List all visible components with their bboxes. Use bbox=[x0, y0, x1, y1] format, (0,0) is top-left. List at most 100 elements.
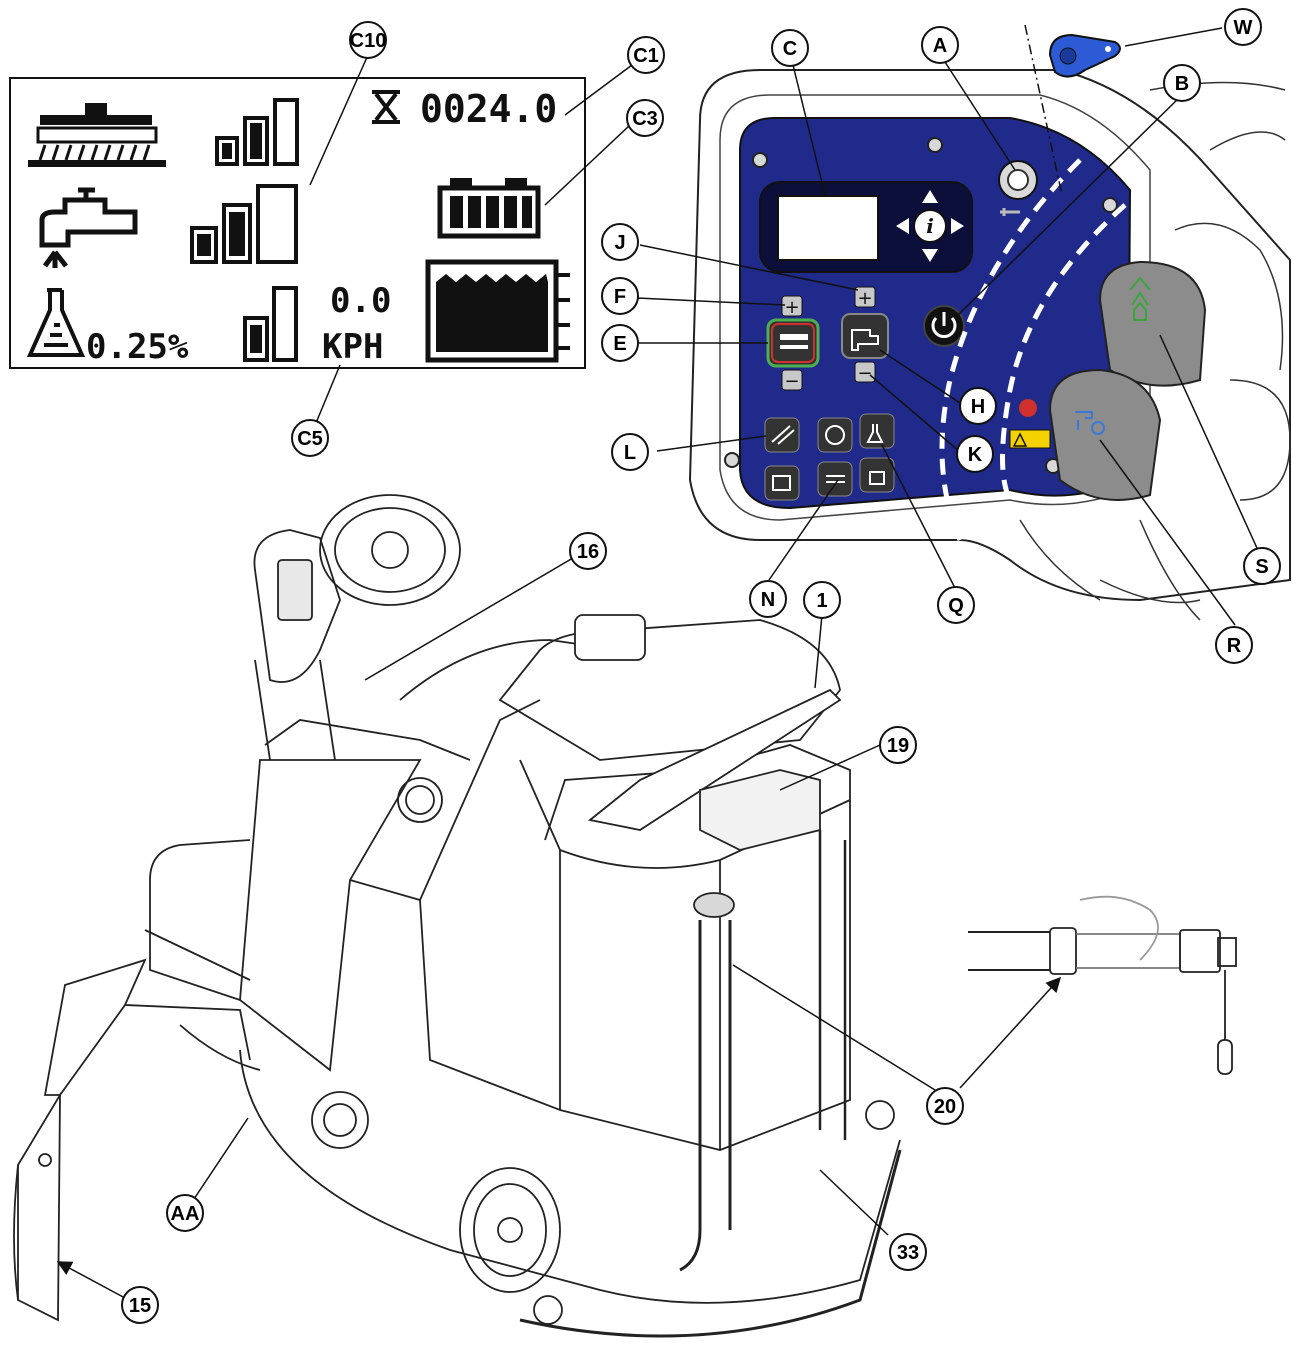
svg-text:L: L bbox=[624, 442, 636, 464]
timer-icon bbox=[1091, 421, 1105, 435]
callout-c1: C1 bbox=[627, 36, 665, 74]
control-panel: i + − bbox=[688, 24, 1291, 621]
solution-flow-button[interactable] bbox=[841, 313, 889, 359]
solution-flow-level-bars bbox=[190, 184, 298, 264]
key-icon bbox=[1000, 208, 1020, 216]
arrow-right-icon[interactable] bbox=[951, 218, 964, 234]
warning-triangle-icon bbox=[1012, 432, 1028, 447]
arrow-up-icon[interactable] bbox=[922, 190, 938, 203]
svg-text:C3: C3 bbox=[632, 108, 658, 130]
forward-tree-icon bbox=[1129, 276, 1151, 321]
callout-20: 20 bbox=[926, 1087, 964, 1125]
dashed-guide-inner bbox=[939, 158, 1082, 541]
svg-text:R: R bbox=[1227, 635, 1242, 657]
detergent-percent: 0.25% bbox=[86, 327, 189, 367]
forward-lever[interactable] bbox=[1098, 260, 1207, 387]
svg-text:Q: Q bbox=[948, 595, 964, 617]
brush-pressure-minus-button[interactable] bbox=[781, 369, 803, 391]
callout-n: N bbox=[749, 580, 787, 618]
reverse-lever[interactable] bbox=[1048, 368, 1162, 501]
key-switch[interactable] bbox=[998, 160, 1038, 216]
svg-text:C10: C10 bbox=[350, 30, 387, 52]
hour-meter-value: 0024.0 bbox=[420, 87, 557, 131]
function-buttons bbox=[764, 413, 895, 501]
brush-deck-icon bbox=[28, 103, 166, 167]
callout-c5: C5 bbox=[291, 419, 329, 457]
brush-pressure-button[interactable] bbox=[766, 318, 820, 368]
svg-text:1: 1 bbox=[816, 590, 827, 612]
callout-e: E bbox=[601, 324, 639, 362]
extra-pressure-button[interactable] bbox=[859, 457, 895, 493]
hourglass-icon bbox=[372, 90, 400, 124]
svg-text:19: 19 bbox=[887, 735, 909, 757]
svg-text:N: N bbox=[761, 589, 775, 611]
one-touch-scrub-button[interactable] bbox=[817, 461, 853, 497]
emergency-icon bbox=[1019, 399, 1037, 417]
power-icon bbox=[931, 316, 957, 338]
callout-33: 33 bbox=[889, 1233, 927, 1271]
scrubber-machine bbox=[13, 494, 1237, 1338]
solution-flow-controls: + − bbox=[841, 286, 889, 384]
svg-text:A: A bbox=[933, 35, 947, 57]
vacuum-button[interactable] bbox=[764, 417, 800, 453]
svg-text:33: 33 bbox=[897, 1242, 919, 1264]
callout-16: 16 bbox=[569, 532, 607, 570]
svg-text:E: E bbox=[613, 333, 626, 355]
brush-pressure-plus-button[interactable] bbox=[781, 295, 803, 317]
svg-text:H: H bbox=[971, 396, 985, 418]
callout-b: B bbox=[1163, 64, 1201, 102]
svg-text:+: + bbox=[784, 297, 799, 318]
svg-text:+: + bbox=[857, 288, 872, 309]
svg-text:20: 20 bbox=[934, 1096, 956, 1118]
callout-1: 1 bbox=[803, 581, 841, 619]
key-fob[interactable] bbox=[1048, 33, 1121, 78]
horn-button[interactable] bbox=[764, 465, 800, 501]
power-button[interactable] bbox=[923, 305, 965, 347]
svg-text:C: C bbox=[783, 38, 797, 60]
svg-text:−: − bbox=[857, 363, 872, 384]
pressure-icon bbox=[869, 471, 885, 485]
brush-pressure-level-bars bbox=[215, 98, 299, 166]
callout-h: H bbox=[959, 387, 997, 425]
callout-f: F bbox=[601, 277, 639, 315]
callout-c3: C3 bbox=[626, 99, 664, 137]
speed-dial-icon bbox=[825, 425, 845, 445]
callout-a: A bbox=[921, 26, 959, 64]
solution-plus-button[interactable] bbox=[854, 286, 876, 308]
scrub-icon bbox=[826, 475, 845, 483]
svg-text:B: B bbox=[1175, 73, 1189, 95]
arrow-left-icon[interactable] bbox=[896, 218, 909, 234]
svg-text:S: S bbox=[1255, 556, 1268, 578]
callout-j: J bbox=[601, 223, 639, 261]
leader-lines bbox=[56, 27, 1258, 1299]
tank-level-icon bbox=[425, 259, 570, 363]
svg-text:K: K bbox=[968, 444, 983, 466]
svg-text:F: F bbox=[614, 286, 626, 308]
svg-text:−: − bbox=[784, 371, 799, 392]
detergent-level-bars bbox=[243, 286, 298, 362]
steering-wheel[interactable] bbox=[319, 494, 461, 606]
detergent-flask-icon bbox=[26, 288, 86, 357]
callout-l: L bbox=[611, 433, 649, 471]
svg-text:16: 16 bbox=[577, 541, 599, 563]
brush-icon bbox=[780, 334, 808, 340]
dashed-guide-outer bbox=[1000, 203, 1127, 502]
vacuum-icon bbox=[771, 425, 795, 445]
svg-text:AA: AA bbox=[171, 1203, 200, 1225]
speed-limit-button[interactable] bbox=[817, 417, 853, 453]
callout-r: R bbox=[1215, 626, 1253, 664]
svg-text:W: W bbox=[1234, 17, 1253, 39]
callout-q: Q bbox=[937, 586, 975, 624]
info-button[interactable] bbox=[913, 209, 947, 243]
speed-unit: KPH bbox=[322, 327, 383, 367]
solution-minus-button[interactable] bbox=[854, 361, 876, 383]
callout-c: C bbox=[771, 29, 809, 67]
navigation-keypad[interactable]: i bbox=[896, 190, 964, 262]
svg-text:15: 15 bbox=[129, 1295, 151, 1317]
callout-w: W bbox=[1224, 8, 1262, 46]
key-insert-line bbox=[1024, 24, 1063, 196]
svg-text:C5: C5 bbox=[297, 428, 323, 450]
arrow-down-icon[interactable] bbox=[922, 249, 938, 262]
callout-aa: AA bbox=[166, 1194, 204, 1232]
solution-tap-icon bbox=[851, 329, 879, 351]
